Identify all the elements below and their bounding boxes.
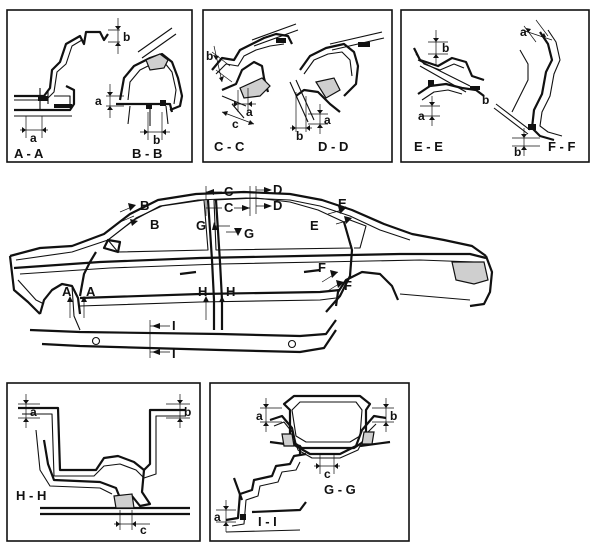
car-marker-i2: I [172, 346, 176, 361]
panel-cc-dd: b a c C - C b a D - D [202, 9, 393, 163]
marker-e: E E [310, 196, 352, 233]
cc-dim-c: c [232, 117, 239, 131]
ff-dim-b: b [514, 145, 521, 159]
bb-section-label: B - B [132, 146, 162, 161]
marker-g: G G [196, 218, 254, 241]
hh-dim-b: b [184, 405, 191, 419]
cc-dim-a: a [246, 105, 253, 119]
car-marker-c2: C [224, 200, 234, 215]
panel-gg-ii: a b c G - G a I - I [209, 382, 410, 542]
car-marker-d1: D [273, 182, 282, 197]
ff-dim-a: a [520, 25, 527, 39]
dd-section-label: D - D [318, 139, 348, 154]
bb-dim-b: b [153, 133, 160, 147]
dd-dim-b: b [296, 129, 303, 143]
car-marker-a1: A [62, 284, 72, 299]
hh-dim-a: a [30, 405, 37, 419]
car-marker-g1: G [196, 218, 206, 233]
car-marker-c1: C [224, 184, 234, 199]
gg-dim-c: c [324, 467, 331, 481]
ff-section-label: F - F [548, 139, 575, 154]
car-marker-d2: D [273, 198, 282, 213]
cc-dim-b: b [206, 49, 213, 63]
ii-dim-a: a [214, 510, 221, 524]
aa-dim-a: a [30, 131, 37, 145]
aa-dim-b: b [123, 30, 130, 44]
bb-dim-a: a [95, 94, 102, 108]
car-marker-b2: B [150, 217, 159, 232]
car-marker-e2: E [310, 218, 319, 233]
marker-i: I I [149, 318, 176, 361]
marker-d: D D [255, 182, 282, 214]
ee-dim-b2: b [482, 93, 489, 107]
marker-h: H H [198, 284, 235, 320]
car-marker-b1: B [140, 198, 149, 213]
car-marker-h2: H [226, 284, 235, 299]
dd-dim-a: a [324, 113, 331, 127]
gg-section-label: G - G [324, 482, 356, 497]
marker-b: B B [119, 198, 159, 232]
car-marker-g2: G [244, 226, 254, 241]
gg-dim-b: b [390, 409, 397, 423]
marker-c: C C [205, 184, 251, 216]
ee-dim-a: a [418, 109, 425, 123]
ee-dim-b: b [442, 41, 449, 55]
panel-aa-bb: b a A - A a b B - B [6, 9, 193, 163]
gg-dim-a: a [256, 409, 263, 423]
ee-section-label: E - E [414, 139, 443, 154]
hh-section-label: H - H [16, 488, 46, 503]
aa-section-label: A - A [14, 146, 44, 161]
car-marker-h1: H [198, 284, 207, 299]
car-marker-f2: F [344, 278, 352, 293]
marker-f: F F [318, 260, 352, 293]
car-side-view: B B C C D D G G E E [8, 182, 494, 361]
car-marker-f1: F [318, 260, 326, 275]
car-marker-i1: I [172, 318, 176, 333]
car-marker-a2: A [86, 284, 96, 299]
cc-section-label: C - C [214, 139, 245, 154]
panel-ee-ff: b a b E - E a b F - F [400, 9, 590, 163]
hh-dim-c: c [140, 523, 147, 537]
panel-hh: a b c H - H [6, 382, 201, 542]
ii-section-label: I - I [258, 514, 277, 529]
car-marker-e1: E [338, 196, 347, 211]
marker-a: A A [62, 284, 96, 318]
